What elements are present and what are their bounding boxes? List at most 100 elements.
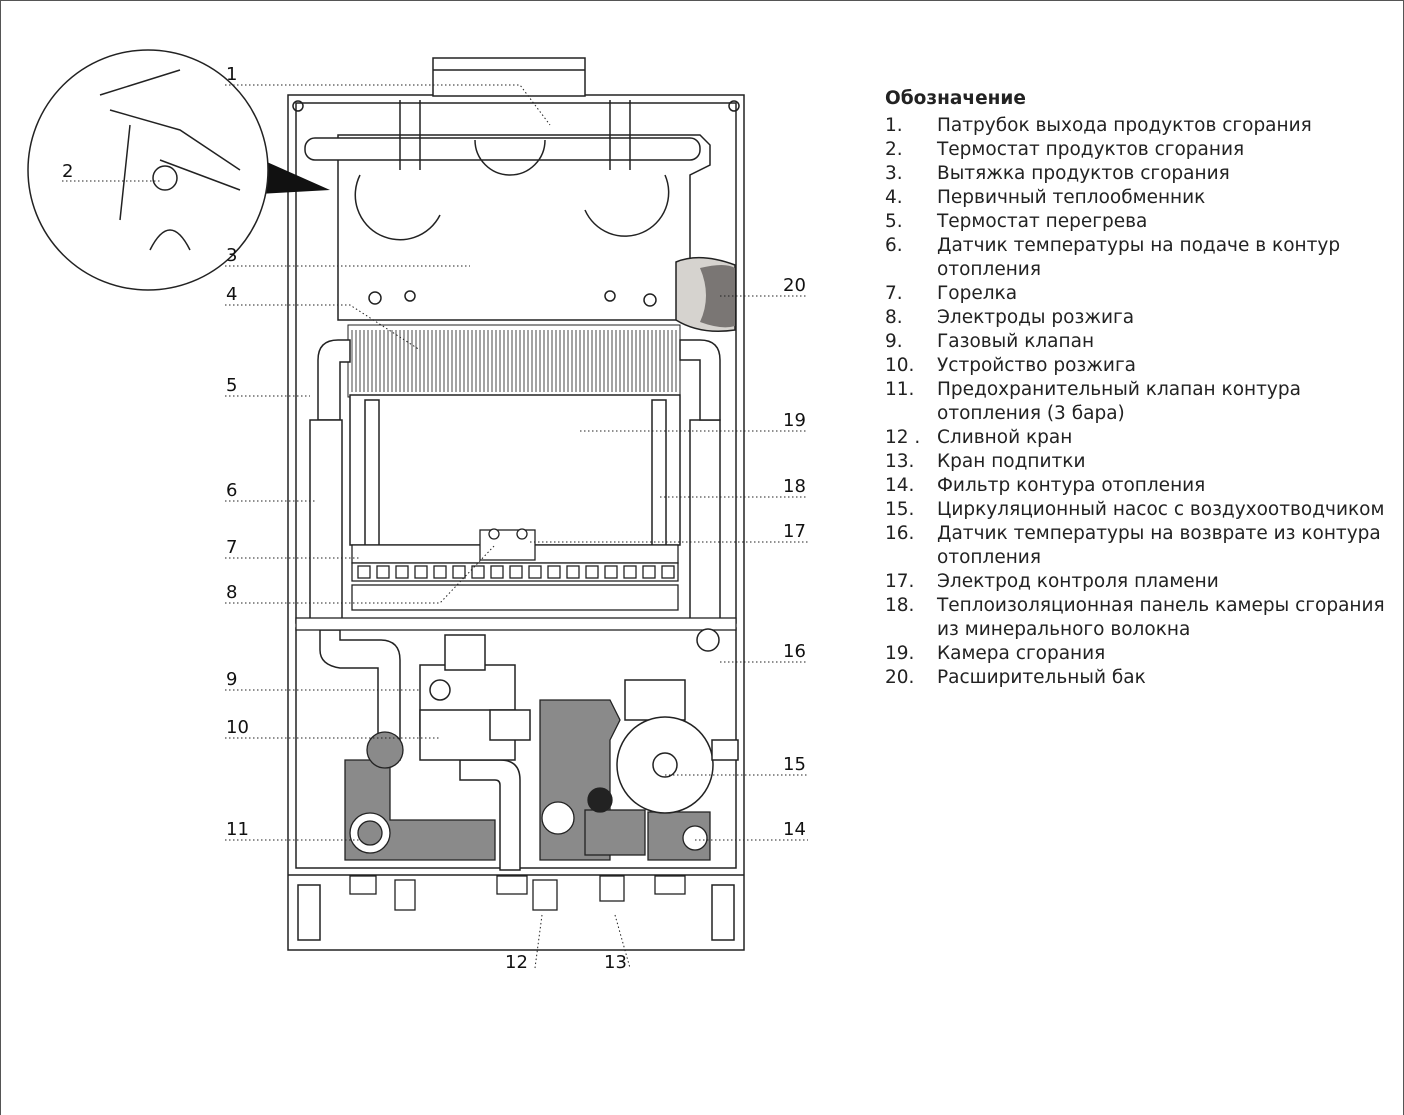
legend-item: 19. Камера сгорания xyxy=(885,642,1385,666)
legend-item: 3.Вытяжка продуктов сгорания xyxy=(885,162,1385,186)
legend-item-number: 16. xyxy=(885,523,915,544)
legend-item-text: Электроды розжига xyxy=(937,307,1135,328)
legend-item-text: Предохранительный клапан контура отоплен… xyxy=(937,379,1301,424)
burner-cell xyxy=(509,565,523,579)
burner-cell xyxy=(357,565,371,579)
legend-item: 1. Патрубок выхода продуктов сгорания xyxy=(885,114,1385,138)
legend-item-number: 1. xyxy=(885,115,903,136)
expansion-vessel xyxy=(675,256,736,332)
legend-item-number: 19. xyxy=(885,643,915,664)
legend-item-text: Газовый клапан xyxy=(937,331,1095,352)
callout-3: 3 xyxy=(226,245,237,266)
burner-cell xyxy=(661,565,675,579)
legend-item-number: 15. xyxy=(885,499,915,520)
callout-13: 13 xyxy=(604,952,627,973)
legend-item: 14. Фильтр контура отопления xyxy=(885,474,1385,498)
legend-item-number: 2. xyxy=(885,139,903,160)
legend-item-number: 11. xyxy=(885,379,915,400)
legend-item: 10.Устройство розжига xyxy=(885,354,1385,378)
callout-19: 19 xyxy=(783,410,806,431)
legend-item-text: Первичный теплообменник xyxy=(937,187,1206,208)
legend-item-text: Камера сгорания xyxy=(937,643,1106,664)
legend-item-text: Электрод контроля пламени xyxy=(937,571,1219,592)
legend-item-text: Датчик температуры на подаче в контур от… xyxy=(937,235,1341,280)
callout-12: 12 xyxy=(505,952,528,973)
legend-item: 8. Электроды розжига xyxy=(885,306,1385,330)
burner-cell xyxy=(623,565,637,579)
flue-outlet xyxy=(432,57,586,97)
legend-item-number: 8. xyxy=(885,307,903,328)
detail-inset xyxy=(27,49,330,291)
legend-item-text: Кран подпитки xyxy=(937,451,1086,472)
legend-item-text: Расширительный бак xyxy=(937,667,1146,688)
flow-pipes xyxy=(309,339,721,871)
burner-cell xyxy=(452,565,466,579)
legend-item: 5. Термостат перегрева xyxy=(885,210,1385,234)
burner-cell xyxy=(395,565,409,579)
legend-item: 15. Циркуляционный насос с воздухоотводчи… xyxy=(885,498,1385,522)
callout-numbers: 1 2 3 4 5 6 7 8 9 10 11 12 13 14 15 16 1… xyxy=(62,64,806,973)
combustion-chamber xyxy=(349,394,681,546)
burner-cell xyxy=(585,565,599,579)
burner-cell xyxy=(566,565,580,579)
callout-7: 7 xyxy=(226,537,237,558)
legend-item-number: 9. xyxy=(885,331,903,352)
burner-cell xyxy=(376,565,390,579)
legend-item-text: Патрубок выхода продуктов сгорания xyxy=(937,115,1312,136)
legend-item: 6. Датчик температуры на подаче в контур … xyxy=(885,234,1385,282)
burner-cell xyxy=(414,565,428,579)
legend-item-number: 20. xyxy=(885,667,915,688)
legend-item-text: Горелка xyxy=(937,283,1018,304)
legend-item-text: Вытяжка продуктов сгорания xyxy=(937,163,1230,184)
callout-1: 1 xyxy=(226,64,237,85)
heat-exchanger xyxy=(347,324,681,398)
callout-17: 17 xyxy=(783,521,806,542)
legend-item-text: Датчик температуры на возврате из контур… xyxy=(937,523,1381,568)
legend-item-number: 17. xyxy=(885,571,915,592)
legend-item-text: Термостат продуктов сгорания xyxy=(937,139,1245,160)
legend-item-number: 6. xyxy=(885,235,903,256)
legend-item-number: 13. xyxy=(885,451,915,472)
legend-title: Обозначение xyxy=(885,88,1026,109)
legend-list: 1. Патрубок выхода продуктов сгорания 2. Т… xyxy=(885,114,1385,690)
legend-item: 12 . Сливной кран xyxy=(885,426,1385,450)
callout-8: 8 xyxy=(226,582,237,603)
legend-item-text: Циркуляционный насос с воздухоотводчиком xyxy=(937,499,1385,520)
legend-item-text: Фильтр контура отопления xyxy=(937,475,1206,496)
legend-item-number: 10. xyxy=(885,355,915,376)
legend-item: 2. Термостат продуктов сгорания xyxy=(885,138,1385,162)
burner-cell xyxy=(490,565,504,579)
legend-item: 13. Кран подпитки xyxy=(885,450,1385,474)
legend-item: 18.Теплоизоляционная панель камеры сгора… xyxy=(885,594,1385,642)
legend: Обозначение 1. Патрубок выхода продуктов … xyxy=(885,87,1385,690)
legend-item-number: 4. xyxy=(885,187,903,208)
legend-item: 11. Предохранительный клапан контура отоп… xyxy=(885,378,1385,426)
legend-item-number: 5. xyxy=(885,211,903,232)
callout-10: 10 xyxy=(226,717,249,738)
flue-hood xyxy=(304,100,711,321)
leader-lines xyxy=(62,84,808,969)
bottom-connections xyxy=(349,875,686,911)
legend-item-text: Термостат перегрева xyxy=(937,211,1148,232)
callout-15: 15 xyxy=(783,754,806,775)
circulation-pump xyxy=(616,628,739,814)
callout-18: 18 xyxy=(783,476,806,497)
legend-item: 9. Газовый клапан xyxy=(885,330,1385,354)
legend-item-number: 12 . xyxy=(885,427,921,448)
burner xyxy=(295,544,737,631)
legend-item: 20. Расширительный бак xyxy=(885,666,1385,690)
legend-item-text: Сливной кран xyxy=(937,427,1073,448)
legend-item-number: 18. xyxy=(885,595,915,616)
callout-20: 20 xyxy=(783,275,806,296)
burner-cell xyxy=(547,565,561,579)
legend-item-number: 14. xyxy=(885,475,915,496)
hydraulic-group xyxy=(344,699,711,861)
callout-2: 2 xyxy=(62,161,73,182)
callout-6: 6 xyxy=(226,480,237,501)
callout-16: 16 xyxy=(783,641,806,662)
callout-14: 14 xyxy=(783,819,806,840)
callout-9: 9 xyxy=(226,669,237,690)
burner-cell xyxy=(528,565,542,579)
callout-5: 5 xyxy=(226,375,237,396)
legend-item: 16. Датчик температуры на возврате из кон… xyxy=(885,522,1385,570)
